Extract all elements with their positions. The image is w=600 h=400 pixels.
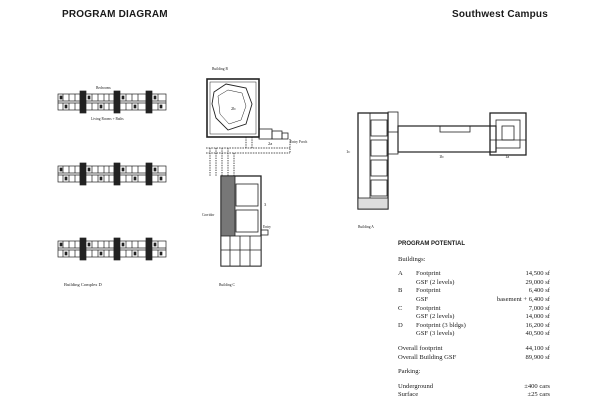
label-bedrooms: Bedrooms <box>96 86 111 90</box>
row-value: 14,500 sf <box>525 270 550 278</box>
table-row: B Footprint 6,400 sf <box>398 287 550 296</box>
table-row: GSF (2 levels) 14,000 sf <box>398 313 550 322</box>
table-row: GSF (3 levels) 40,500 sf <box>398 330 550 339</box>
label-2b: 2b <box>231 106 236 111</box>
row-value: 40,500 sf <box>525 330 550 338</box>
table-row: A Footprint 14,500 sf <box>398 270 550 279</box>
row-letter: B <box>398 287 403 295</box>
row-value: basement + 6,400 sf <box>496 295 550 303</box>
building-c-plan <box>220 175 269 267</box>
table-row: GSF basement + 6,400 sf <box>398 296 550 305</box>
row-label: Footprint (3 bldgs) <box>416 321 466 329</box>
row-letter <box>398 296 416 305</box>
parking-row: Underground ±400 cars <box>398 383 550 392</box>
overall-value: 89,900 sf <box>525 353 550 361</box>
label-1c: 1c <box>346 149 350 154</box>
row-label: Footprint <box>416 270 441 278</box>
row-letter: A <box>398 270 403 278</box>
overall-label: Overall Building GSF <box>398 353 457 361</box>
table-row: GSF (2 levels) 29,000 sf <box>398 279 550 288</box>
label-1a: 1a <box>505 154 509 159</box>
label-living-rooms: Living Rooms + Baths <box>91 117 124 121</box>
overall-row: Overall footprint 44,100 sf <box>398 345 550 354</box>
row-label: GSF <box>416 295 429 303</box>
overall-value: 44,100 sf <box>525 344 550 352</box>
label-2a: 2a <box>268 141 272 146</box>
program-potential-table: PROGRAM POTENTIAL Buildings: A Footprint 1… <box>398 240 550 400</box>
page-title: PROGRAM DIAGRAM <box>62 9 168 20</box>
row-value: 16,200 sf <box>525 321 550 329</box>
label-3: 3 <box>264 202 267 207</box>
dorm-unit-1 <box>57 90 167 114</box>
row-label: Footprint <box>416 304 441 312</box>
label-entry-porch: Entry Porch <box>290 140 307 144</box>
row-value: 29,000 sf <box>525 278 550 286</box>
label-1b: 1b <box>439 154 444 159</box>
campus-title: Southwest Campus <box>452 9 548 20</box>
row-letter <box>398 313 416 322</box>
row-value: 6,400 sf <box>528 287 550 295</box>
program-potential-heading: PROGRAM POTENTIAL <box>398 241 465 247</box>
label-building-a: Building A <box>358 225 374 229</box>
label-building-complex-d: Building Complex D <box>64 282 103 287</box>
table-row: D Footprint (3 bldgs) 16,200 sf <box>398 322 550 331</box>
row-letter <box>398 330 416 339</box>
overall-label: Overall footprint <box>398 344 443 352</box>
row-label: Footprint <box>416 287 441 295</box>
table-row: C Footprint 7,000 sf <box>398 305 550 314</box>
parking-label: Parking: <box>398 368 421 376</box>
dorm-unit-3 <box>57 237 167 261</box>
building-b-plan <box>206 78 291 176</box>
buildings-label: Buildings: <box>398 255 426 263</box>
row-letter: D <box>398 321 403 329</box>
row-value: 7,000 sf <box>528 304 550 312</box>
parking-row: Surface ±25 cars <box>398 391 550 400</box>
label-corridor: Corridor <box>202 213 215 217</box>
row-letter: C <box>398 304 403 312</box>
row-label: GSF (3 levels) <box>416 330 455 338</box>
row-letter <box>398 279 416 288</box>
row-label: GSF (2 levels) <box>416 278 455 286</box>
parking-row-value: ±400 cars <box>524 382 550 390</box>
dorm-unit-2 <box>57 162 167 186</box>
parking-row-label: Surface <box>398 391 419 399</box>
label-building-b: Building B <box>212 67 228 71</box>
building-a-plan <box>357 111 527 210</box>
parking-row-value: ±25 cars <box>527 391 550 399</box>
label-entry: Entry <box>263 225 271 229</box>
overall-row: Overall Building GSF 89,900 sf <box>398 354 550 363</box>
label-building-c: Building C <box>219 283 235 287</box>
parking-row-label: Underground <box>398 382 434 390</box>
row-label: GSF (2 levels) <box>416 313 455 321</box>
row-value: 14,000 sf <box>525 313 550 321</box>
